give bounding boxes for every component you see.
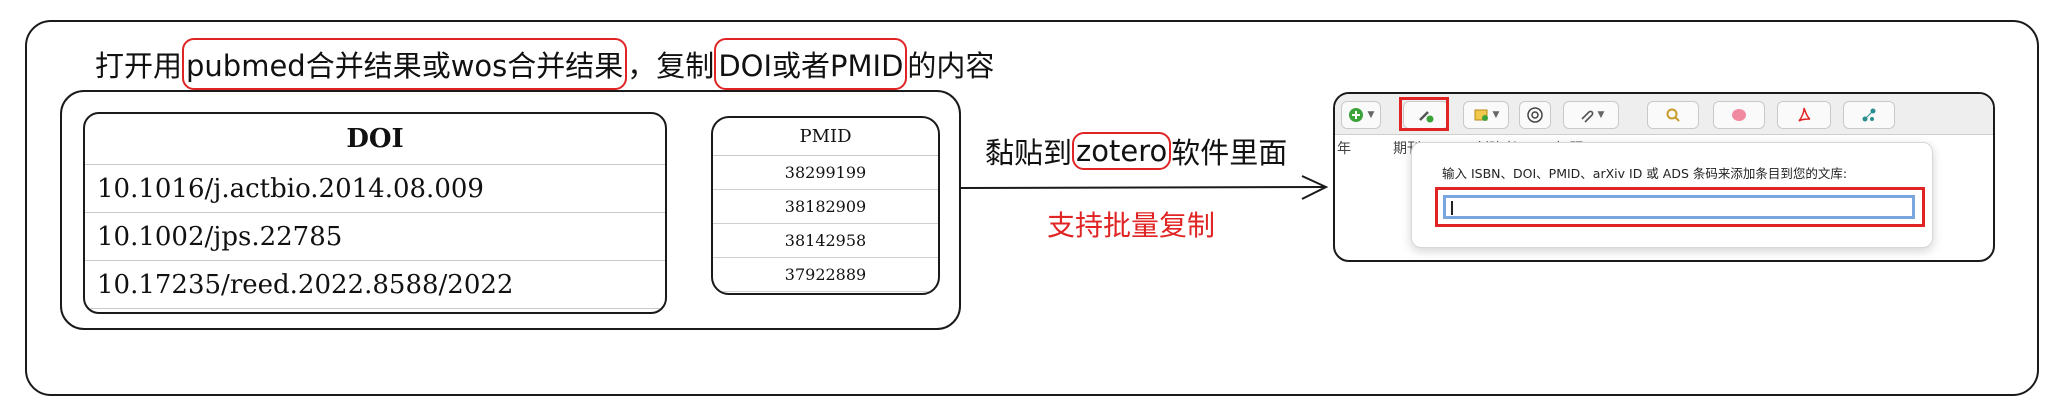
title-part-doi-pmid: DOI或者PMID <box>714 38 908 90</box>
connector-icon <box>1862 108 1876 122</box>
pmid-table-card: PMID 38299199 38182909 38142958 37922889 <box>711 116 940 295</box>
paste-label-prefix: 黏贴到 <box>985 136 1073 170</box>
table-row: 38142958 <box>713 223 938 258</box>
search-button[interactable] <box>1647 101 1699 129</box>
identifier-input-highlight <box>1435 187 1925 227</box>
search-icon <box>1666 108 1680 122</box>
table-row: 37922889 <box>713 257 938 292</box>
zotero-toolbar: ▼ ▼ ▼ <box>1335 94 1993 135</box>
arrow-right-icon <box>959 175 1329 200</box>
new-note-button[interactable]: ▼ <box>1463 101 1509 129</box>
source-tables-group <box>60 90 961 330</box>
connector-button[interactable] <box>1843 101 1895 129</box>
brain-icon <box>1732 109 1746 121</box>
table-row: 10.1002/jps.22785 <box>85 212 665 261</box>
table-row: 38182909 <box>713 189 938 224</box>
table-row: 10.1016/j.actbio.2014.08.009 <box>85 164 665 213</box>
title-part-content: 的内容 <box>907 49 995 83</box>
pmid-cell: 38182909 <box>713 189 938 224</box>
zotero-window: ▼ ▼ ▼ 年 期刊 创建者 标题 <box>1333 92 1995 262</box>
add-by-identifier-highlight <box>1399 97 1449 131</box>
new-item-icon <box>1348 108 1363 122</box>
paste-label-suffix: 软件里面 <box>1171 136 1288 170</box>
pmid-cell: 37922889 <box>713 257 938 292</box>
chatgpt-button[interactable] <box>1519 101 1551 129</box>
doi-header: DOI <box>85 114 665 165</box>
title-part-copy: ，复制 <box>627 49 715 83</box>
pmid-header: PMID <box>713 118 938 156</box>
pdf-button[interactable] <box>1777 101 1831 129</box>
doi-table: DOI 10.1016/j.actbio.2014.08.009 10.1002… <box>85 114 665 309</box>
add-by-identifier-button[interactable] <box>1403 101 1449 129</box>
new-note-icon <box>1474 109 1488 121</box>
chevron-down-icon: ▼ <box>1597 110 1605 120</box>
attachment-icon <box>1580 110 1593 123</box>
pmid-cell: 38299199 <box>713 155 938 190</box>
pmid-cell: 38142958 <box>713 223 938 258</box>
table-row: 10.17235/reed.2022.8588/2022 <box>85 260 665 309</box>
identifier-input[interactable] <box>1443 195 1915 219</box>
pdf-icon <box>1798 107 1811 122</box>
batch-copy-note: 支持批量复制 <box>1047 209 1216 242</box>
title-part-merged-results: pubmed合并结果或wos合并结果 <box>182 38 628 90</box>
identifier-prompt: 输入 ISBN、DOI、PMID、arXiv ID 或 ADS 条码来添加条目到… <box>1442 166 1848 181</box>
chevron-down-icon: ▼ <box>1367 110 1375 120</box>
paste-label-zotero: zotero <box>1072 132 1172 170</box>
add-by-identifier-popup: 输入 ISBN、DOI、PMID、arXiv ID 或 ADS 条码来添加条目到… <box>1411 142 1933 248</box>
paste-label: 黏贴到 zotero 软件里面 <box>985 130 1287 172</box>
doi-cell: 10.17235/reed.2022.8588/2022 <box>85 260 665 309</box>
column-year[interactable]: 年 <box>1337 141 1351 157</box>
chatgpt-icon <box>1527 107 1543 123</box>
title-part-open-with: 打开用 <box>95 49 183 83</box>
table-row: 38299199 <box>713 155 938 190</box>
doi-table-card: DOI 10.1016/j.actbio.2014.08.009 10.1002… <box>83 112 667 314</box>
brain-button[interactable] <box>1713 101 1765 129</box>
attachment-button[interactable]: ▼ <box>1563 101 1619 129</box>
doi-cell: 10.1016/j.actbio.2014.08.009 <box>85 164 665 213</box>
text-cursor <box>1451 201 1453 215</box>
new-item-button[interactable]: ▼ <box>1341 101 1381 129</box>
chevron-down-icon: ▼ <box>1492 110 1500 120</box>
instruction-title: 打开用 pubmed合并结果或wos合并结果 ，复制 DOI或者PMID 的内容 <box>95 38 994 90</box>
outer-frame <box>25 20 2039 396</box>
add-by-identifier-icon <box>1419 111 1434 123</box>
doi-cell: 10.1002/jps.22785 <box>85 212 665 261</box>
pmid-table: PMID 38299199 38182909 38142958 37922889 <box>713 118 938 292</box>
